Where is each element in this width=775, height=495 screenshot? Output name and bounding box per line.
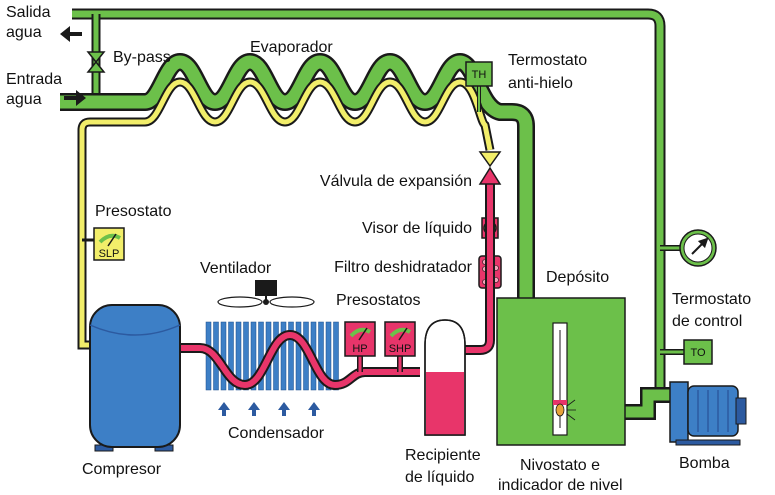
- liquid-receiver: [424, 319, 466, 436]
- label-presostatos: Presostatos: [336, 292, 420, 309]
- condenser-fin: [295, 321, 302, 391]
- label-visor: Visor de líquido: [362, 220, 472, 237]
- condenser-fin: [243, 321, 249, 391]
- water-outlet-arrow-icon: [60, 26, 82, 42]
- label-termostato-control-1: Termostato: [672, 291, 751, 308]
- condenser-fin: [250, 321, 257, 391]
- condenser-fin: [280, 321, 287, 391]
- label-condensador: Condensador: [228, 425, 325, 442]
- label-recipiente-2: de líquido: [405, 469, 474, 486]
- water-inlet-arrow-icon: [64, 90, 86, 106]
- label-termostato-control-2: de control: [672, 313, 742, 330]
- label-deposito: Depósito: [546, 269, 609, 286]
- condenser-fin: [333, 321, 339, 391]
- label-nivostato-2: indicador de nivel: [498, 477, 623, 494]
- label-termostato-antihielo-1: Termostato: [508, 52, 587, 69]
- shp-tag: SHP: [389, 343, 412, 355]
- pressure-gauge-icon: [679, 229, 717, 267]
- slp-pressure-switch: SLP: [82, 227, 125, 261]
- control-thermostat: TO: [683, 339, 713, 365]
- label-recipiente-1: Recipiente: [405, 447, 481, 464]
- label-salida: Salida: [6, 4, 51, 21]
- label-entrada-agua: agua: [6, 91, 42, 108]
- condenser-fin: [325, 321, 332, 391]
- deposit-tank: [496, 297, 626, 446]
- label-bomba: Bomba: [679, 455, 730, 472]
- expansion-valve-arrow-icon: [478, 151, 502, 168]
- slp-tag: SLP: [99, 248, 120, 260]
- label-filtro: Filtro deshidratador: [334, 259, 473, 276]
- label-valvula: Válvula de expansión: [320, 173, 472, 190]
- label-termostato-antihielo-2: anti-hielo: [508, 75, 573, 92]
- compressor: [89, 304, 181, 452]
- condenser-fin: [258, 321, 264, 391]
- th-tag: TH: [472, 69, 487, 81]
- antifreeze-thermostat: TH: [465, 61, 493, 112]
- to-tag: TO: [690, 347, 706, 359]
- liquid-flow-arrow-icon: [478, 166, 502, 185]
- airflow-arrow-icon: [218, 402, 230, 416]
- label-salida-agua: agua: [6, 24, 42, 41]
- pump: [669, 381, 747, 446]
- condenser-fin: [288, 321, 294, 391]
- condenser-fin: [228, 321, 234, 391]
- fan-icon: [217, 280, 315, 308]
- bypass-valve-icon: [86, 51, 106, 73]
- label-presostato: Presostato: [95, 203, 172, 220]
- label-bypass: By-pass: [113, 49, 171, 66]
- label-compresor: Compresor: [82, 461, 162, 478]
- hp-tag: HP: [352, 343, 367, 355]
- airflow-arrow-icon: [278, 402, 290, 416]
- airflow-arrow-icon: [248, 402, 260, 416]
- airflow-arrow-icon: [308, 402, 320, 416]
- airflow-arrows: [218, 402, 320, 416]
- label-nivostato-1: Nivostato e: [520, 457, 600, 474]
- label-ventilador: Ventilador: [200, 260, 272, 277]
- condenser-fin: [235, 321, 242, 391]
- shp-pressure-switch: SHP: [384, 321, 416, 357]
- hp-pressure-switch: HP: [344, 321, 376, 357]
- label-evaporador: Evaporador: [250, 39, 333, 56]
- label-entrada: Entrada: [6, 71, 62, 88]
- condenser-fin: [318, 321, 324, 391]
- condenser-fin: [220, 321, 227, 391]
